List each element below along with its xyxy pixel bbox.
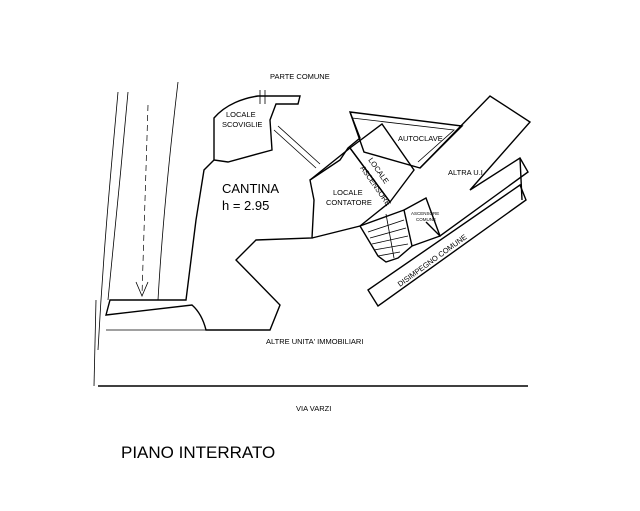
wall-cantina [105,111,361,331]
label-disimpegno-comune: DISIMPEGNO COMUNE [396,232,469,288]
wall-disimpegno [367,183,527,308]
wall-altra-ui [419,95,532,237]
wall-contatore [309,146,391,239]
label-height: h = 2.95 [222,198,269,213]
ramp-area [97,81,179,351]
label-autoclave: AUTOCLAVE [398,134,443,143]
label-locale-scoviglie-1: LOCALE [226,110,256,119]
label-piano-interrato: PIANO INTERRATO [121,443,275,462]
label-locale-scoviglie-2: SCOVIGLIE [222,120,262,129]
wall-ascensore-comune [403,196,441,247]
label-ascensore-comune-2: COMUNE [416,217,436,222]
plan-labels: PARTE COMUNE LOCALE SCOVIGLIE CANTINA h … [121,72,485,462]
label-locale-contatore-2: CONTATORE [326,198,372,207]
label-cantina: CANTINA [222,181,279,196]
label-parte-comune: PARTE COMUNE [270,72,330,81]
label-locale-contatore-1: LOCALE [333,188,363,197]
label-via-varzi: VIA VARZI [296,404,331,413]
stairs [358,209,413,263]
wall-scoviglie [213,95,301,163]
label-altra-ui: ALTRA U.I. [448,168,485,177]
label-altre-unita: ALTRE UNITA' IMMOBILIARI [266,337,363,346]
building-walls [93,90,532,387]
label-ascensore-comune-1: ASCENSORE [411,211,439,216]
